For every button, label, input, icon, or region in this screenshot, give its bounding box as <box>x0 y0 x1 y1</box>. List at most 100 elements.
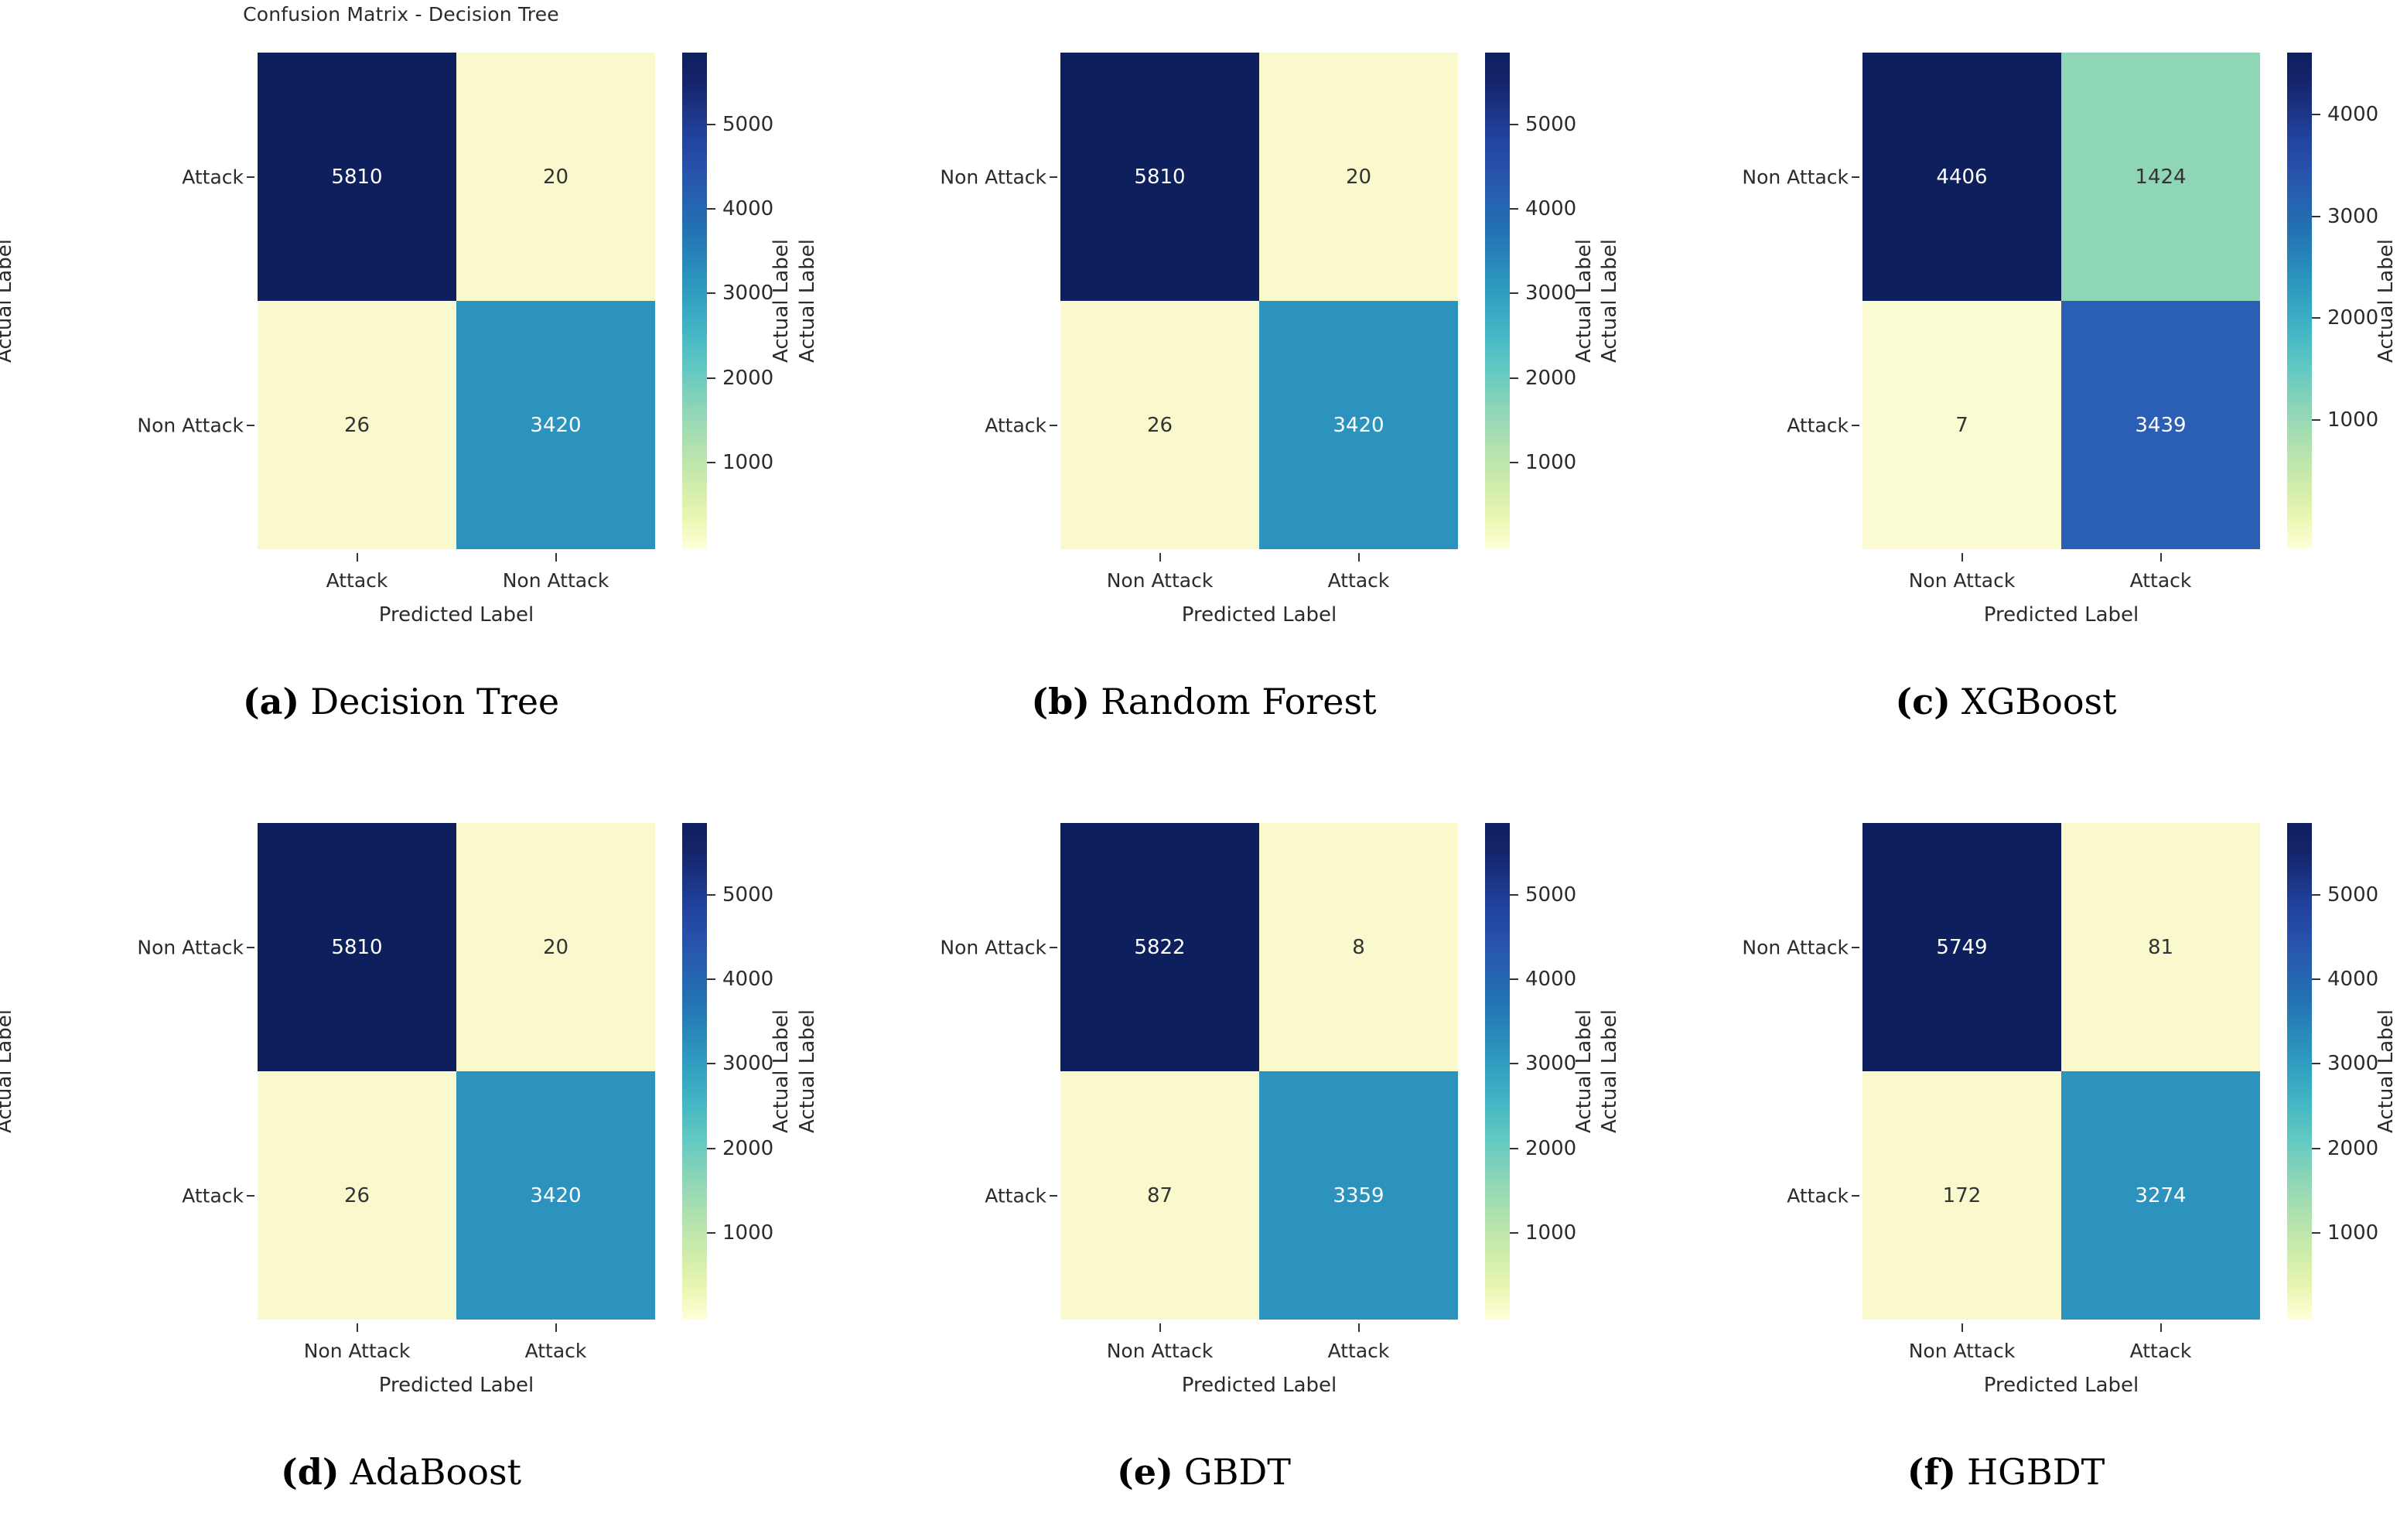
colorbar-tick <box>2312 215 2320 217</box>
heatmap-cell: 26 <box>258 301 456 549</box>
heatmap-cell: 3420 <box>1259 301 1458 549</box>
colorbar-ticklabel: 1000 <box>1525 450 1577 474</box>
caption-label: (e) <box>1117 1451 1173 1493</box>
colorbar-ticklabel: 1000 <box>722 450 774 474</box>
y-ticklabel-1: Attack <box>1787 414 1849 436</box>
cell-value: 3359 <box>1333 1183 1384 1207</box>
cell-value: 20 <box>1345 165 1372 189</box>
colorbar-tick <box>1510 292 1518 295</box>
heatmap-cell: 7 <box>1862 301 2061 549</box>
heatmap-cell: 3359 <box>1259 1071 1458 1320</box>
x-ticklabel-0: Non Attack <box>1106 1340 1214 1362</box>
caption-name: Decision Tree <box>310 681 560 722</box>
colorbar-title-b: Actual Label <box>1572 239 1596 363</box>
colorbar-tick <box>2312 1063 2320 1065</box>
y-ticklabel-0: Non Attack <box>940 936 1046 958</box>
colorbar-title-f: Actual Label <box>2375 1009 2398 1133</box>
cell-value: 5810 <box>1134 165 1186 189</box>
colorbar-ticklabel: 4000 <box>1525 197 1577 221</box>
y-ticklabel-1: Attack <box>985 414 1046 436</box>
colorbar-ticklabel: 3000 <box>722 1052 774 1076</box>
colorbar-ticklabel: 2000 <box>2327 1136 2379 1160</box>
colorbar-tick <box>2312 114 2320 116</box>
x-tick-1 <box>2159 553 2162 562</box>
caption-e: (e)GBDT <box>803 1451 1605 1493</box>
heatmap-cell: 5822 <box>1060 823 1259 1071</box>
cell-value: 3420 <box>530 413 582 437</box>
y-ticklabel-1: Attack <box>985 1184 1046 1207</box>
colorbar-title-d: Actual Label <box>770 1009 793 1133</box>
x-tick-0 <box>1159 1323 1161 1332</box>
y-tick-0 <box>1050 176 1057 178</box>
colorbar-ticklabel: 5000 <box>722 113 774 137</box>
colorbar-tick <box>707 124 715 126</box>
x-tick-1 <box>555 553 557 562</box>
caption-label: (b) <box>1031 681 1091 722</box>
colorbar-tick <box>707 208 715 210</box>
heatmap-cell: 20 <box>456 53 655 301</box>
colorbar-ticklabel: 3000 <box>1525 1052 1577 1076</box>
x-ticklabel-1: Attack <box>524 1340 587 1362</box>
x-ticklabel-0: Non Attack <box>1908 1340 2016 1362</box>
colorbar-ticklabel: 3000 <box>2327 1052 2379 1076</box>
cell-value: 3420 <box>530 1183 582 1207</box>
heatmap-cell: 5810 <box>1060 53 1259 301</box>
colorbar-gradient <box>682 823 707 1320</box>
heatmap-cell: 3274 <box>2061 1071 2260 1320</box>
x-tick-1 <box>1357 553 1360 562</box>
colorbar-tick <box>1510 978 1518 981</box>
cell-value: 7 <box>1955 413 1968 437</box>
colorbar-ticklabel: 2000 <box>722 366 774 390</box>
colorbar-ticklabel: 2000 <box>1525 366 1577 390</box>
x-tick-1 <box>555 1323 557 1332</box>
y-ticklabel-0: Attack <box>182 166 244 188</box>
cell-value: 20 <box>542 935 569 959</box>
colorbar-gradient <box>2287 823 2312 1320</box>
caption-d: (d)AdaBoost <box>0 1451 802 1493</box>
heatmap-cell: 26 <box>1060 301 1259 549</box>
cell-value: 8 <box>1352 935 1365 959</box>
y-ticklabel-0: Non Attack <box>940 166 1046 188</box>
colorbar-ticklabel: 5000 <box>2327 883 2379 907</box>
colorbar-ticklabel: 5000 <box>1525 883 1577 907</box>
colorbar-tick <box>707 461 715 463</box>
x-tick-0 <box>356 1323 358 1332</box>
x-tick-0 <box>1961 1323 1963 1332</box>
plot-title-a: Confusion Matrix - Decision Tree <box>243 3 559 26</box>
caption-a: (a)Decision Tree <box>0 681 802 722</box>
colorbar-ticklabel: 4000 <box>722 968 774 992</box>
colorbar-tick <box>2312 419 2320 422</box>
x-ticklabel-1: Attack <box>1327 569 1390 592</box>
colorbar-ticklabel: 3000 <box>1525 282 1577 306</box>
caption-name: GBDT <box>1183 1451 1291 1493</box>
heatmap-cell: 20 <box>1259 53 1458 301</box>
y-tick-1 <box>1852 424 1859 426</box>
colorbar-title-a: Actual Label <box>770 239 793 363</box>
caption-name: Random Forest <box>1101 681 1377 722</box>
colorbar-ticklabel: 2000 <box>2327 306 2379 330</box>
colorbar-ticklabel: 4000 <box>722 197 774 221</box>
colorbar-tick <box>1510 208 1518 210</box>
x-ticklabel-0: Non Attack <box>1106 569 1214 592</box>
colorbar-tick <box>707 894 715 896</box>
y-ticklabel-1: Non Attack <box>137 414 244 436</box>
colorbar-gradient <box>1485 823 1510 1320</box>
colorbar-ticklabel: 3000 <box>722 282 774 306</box>
cell-value: 5810 <box>331 165 383 189</box>
colorbar-ticklabel: 4000 <box>1525 968 1577 992</box>
colorbar-gradient <box>1485 53 1510 549</box>
x-ticklabel-1: Attack <box>2129 1340 2192 1362</box>
colorbar-tick <box>1510 461 1518 463</box>
colorbar-ticklabel: 1000 <box>2327 408 2379 432</box>
cell-value: 5749 <box>1936 935 1988 959</box>
y-axis-title-e: Actual Label <box>796 1009 819 1133</box>
